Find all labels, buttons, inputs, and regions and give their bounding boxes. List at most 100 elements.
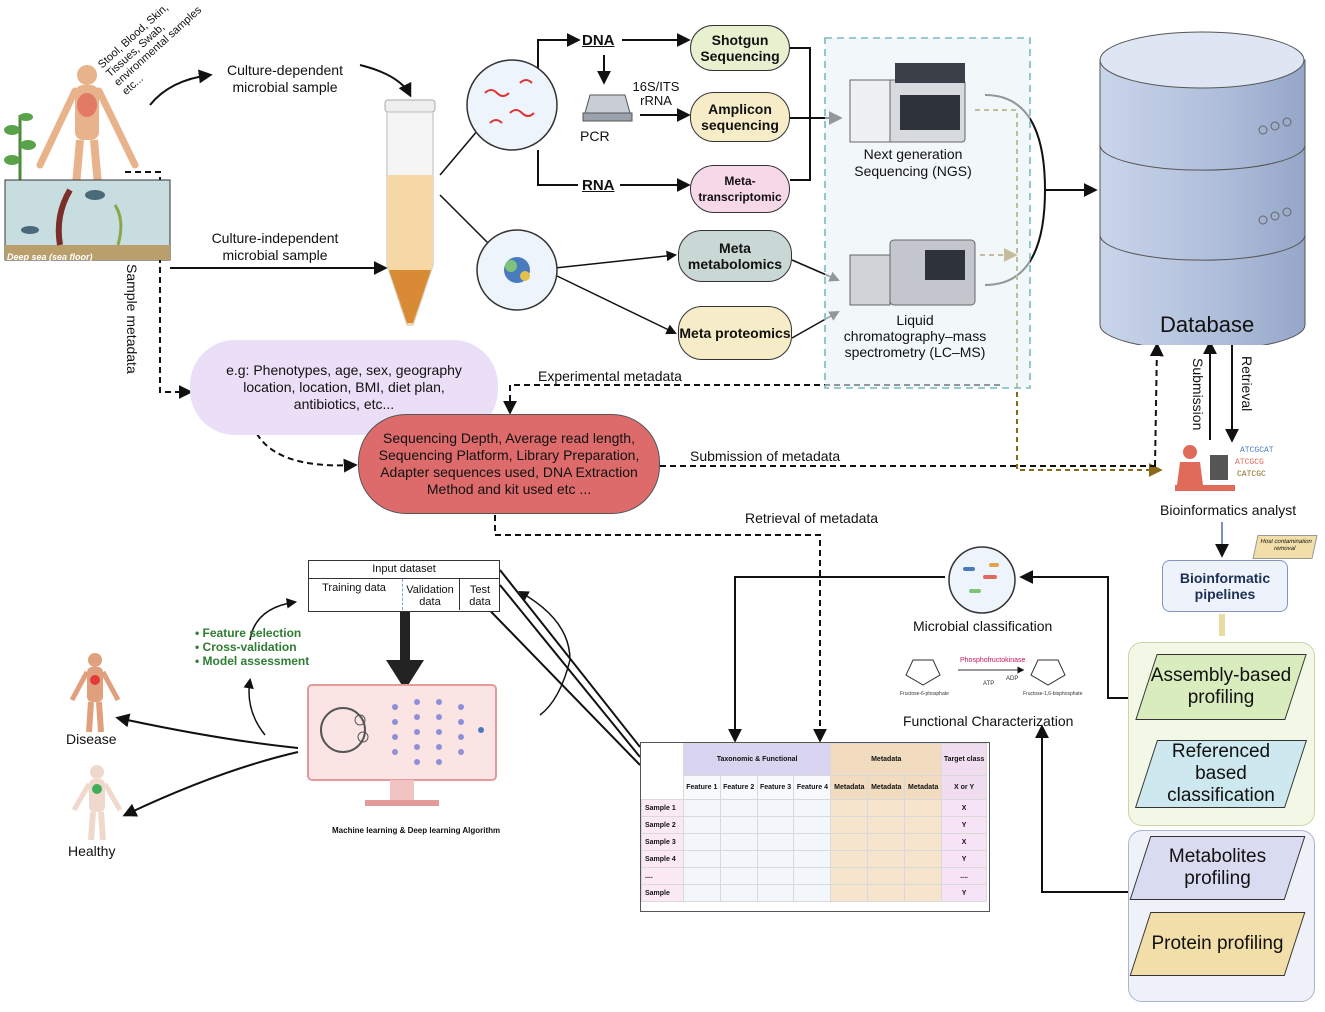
target-cell: ....: [941, 867, 987, 885]
referenced-classification-box: Referenced based classification: [1134, 740, 1308, 808]
feature-cell: [719, 850, 758, 868]
group-header-metadata: Metadata: [830, 743, 943, 776]
metadata-header: Metadata: [904, 775, 943, 800]
feature-cell: [793, 884, 832, 902]
culture-independent-label: Culture-independent microbial sample: [211, 230, 339, 263]
experimental-metadata-bubble: Sequencing Depth, Average read length, S…: [358, 414, 660, 514]
feature-cell: [682, 799, 721, 817]
target-cell: X: [941, 833, 987, 851]
sample-sources-illustration: [4, 65, 171, 261]
feature-cell: [719, 799, 758, 817]
table-row: Sample 2 Y: [641, 816, 987, 834]
experimental-metadata-label: Experimental metadata: [538, 368, 682, 384]
row-label: Sample 2: [641, 816, 684, 834]
feature-cell: [793, 833, 832, 851]
table-row: Sample Y: [641, 884, 987, 902]
healthy-label: Healthy: [68, 843, 116, 859]
feature-cell: [719, 867, 758, 885]
ngs-label: Next generation Sequencing (NGS): [854, 146, 972, 179]
feature-cell: [719, 816, 758, 834]
disease-label: Disease: [66, 731, 117, 747]
pcr-machine-icon: [582, 94, 633, 122]
input-dataset-box: Input dataset Training data Validation d…: [308, 560, 500, 612]
bioinformatics-analyst-icon: ATCGCAT ATCGCG CATCGC: [1175, 445, 1274, 491]
bioinformatics-analyst-label: Bioinformatics analyst: [1160, 502, 1297, 518]
row-label: Sample 3: [641, 833, 684, 851]
dna-sample-circle-icon: [466, 59, 558, 151]
plant-icon: [4, 113, 36, 180]
ml-step-item: • Model assessment: [195, 654, 310, 668]
metadata-cell: [867, 884, 906, 902]
metadata-header: Metadata: [867, 775, 906, 800]
microbial-classification-icon: [948, 546, 1016, 614]
metaproteomics-pill: Meta proteomics: [678, 306, 792, 360]
feature-cell: [682, 884, 721, 902]
feature-cell: [719, 833, 758, 851]
feature-cell: [756, 884, 795, 902]
metadata-cell: [867, 799, 906, 817]
feature-cell: [793, 799, 832, 817]
row-label: Sample 4: [641, 850, 684, 868]
svg-text:CATCGC: CATCGC: [1237, 470, 1266, 479]
dna-label: DNA: [582, 32, 615, 49]
feature-cell: [682, 850, 721, 868]
table-row: Sample 4 Y: [641, 850, 987, 868]
target-cell: Y: [941, 850, 987, 868]
feature-cell: [682, 816, 721, 834]
sea-floor-icon: [4, 179, 171, 261]
metadata-cell: [830, 884, 869, 902]
ngs-machine-icon: [849, 63, 966, 143]
functional-characterization-label: Functional Characterization: [903, 713, 1074, 729]
protein-profiling-box: Protein profiling: [1129, 912, 1306, 976]
feature-header: Feature 1: [682, 775, 721, 800]
feature-cell: [793, 867, 832, 885]
disease-figure-icon: [69, 653, 121, 733]
feature-cell: [793, 850, 832, 868]
submission-of-metadata-label: Submission of metadata: [690, 448, 841, 464]
target-header: X or Y: [941, 775, 987, 800]
validation-data-label: Validation data: [406, 584, 454, 608]
metadata-cell: [904, 850, 943, 868]
metadata-cell: [830, 816, 869, 834]
culture-dependent-label: Culture-dependent microbial sample: [227, 62, 343, 95]
database-icon: [1099, 31, 1306, 345]
row-label: Sample: [641, 884, 684, 902]
feature-cell: [793, 816, 832, 834]
metadata-header: Metadata: [830, 775, 869, 800]
feature-header: Feature 4: [793, 775, 832, 800]
feature-header: Feature 3: [756, 775, 795, 800]
metadata-cell: [904, 816, 943, 834]
metadata-cell: [867, 867, 906, 885]
feature-cell: [756, 850, 795, 868]
metametabolomics-pill: Meta metabolomics: [678, 230, 792, 282]
bioinformatic-pipelines-box: Bioinformatic pipelines: [1162, 560, 1288, 612]
assembly-profiling-box: Assembly-based profiling: [1135, 654, 1307, 720]
metadata-cell: [830, 867, 869, 885]
ml-algorithm-label: Machine learning & Deep learning Algorit…: [332, 826, 501, 835]
svg-text:ATCGCAT: ATCGCAT: [1240, 446, 1274, 455]
target-cell: Y: [941, 884, 987, 902]
host-contamination-note: Host contamination removal: [1252, 535, 1318, 559]
lcms-label: Liquid chromatography–mass spectrometry …: [843, 312, 987, 360]
svg-text:Phosphofructokinase: Phosphofructokinase: [960, 657, 1025, 664]
database-label: Database: [1160, 312, 1255, 337]
svg-text:Fructose-6-phosphate: Fructose-6-phosphate: [900, 691, 949, 697]
metadata-cell: [904, 867, 943, 885]
feature-cell: [719, 884, 758, 902]
training-data-label: Training data: [322, 582, 386, 594]
metadata-cell: [830, 799, 869, 817]
metadata-cell: [904, 884, 943, 902]
target-cell: Y: [941, 816, 987, 834]
metatranscriptomic-pill: Meta-transcriptomic: [690, 165, 790, 213]
amplicon-sequencing-pill: Amplicon sequencing: [690, 92, 790, 142]
retrieval-of-metadata-label: Retrieval of metadata: [745, 510, 879, 526]
ml-step-item: • Cross-validation: [195, 640, 297, 654]
submission-label: Submission: [1190, 358, 1206, 431]
rna-label: RNA: [582, 177, 615, 194]
table-row: Sample 3 X: [641, 833, 987, 851]
svg-text:ADP: ADP: [1006, 676, 1018, 682]
svg-text:Fructose-1,6-bisphosphate: Fructose-1,6-bisphosphate: [1023, 691, 1083, 697]
feature-cell: [756, 816, 795, 834]
